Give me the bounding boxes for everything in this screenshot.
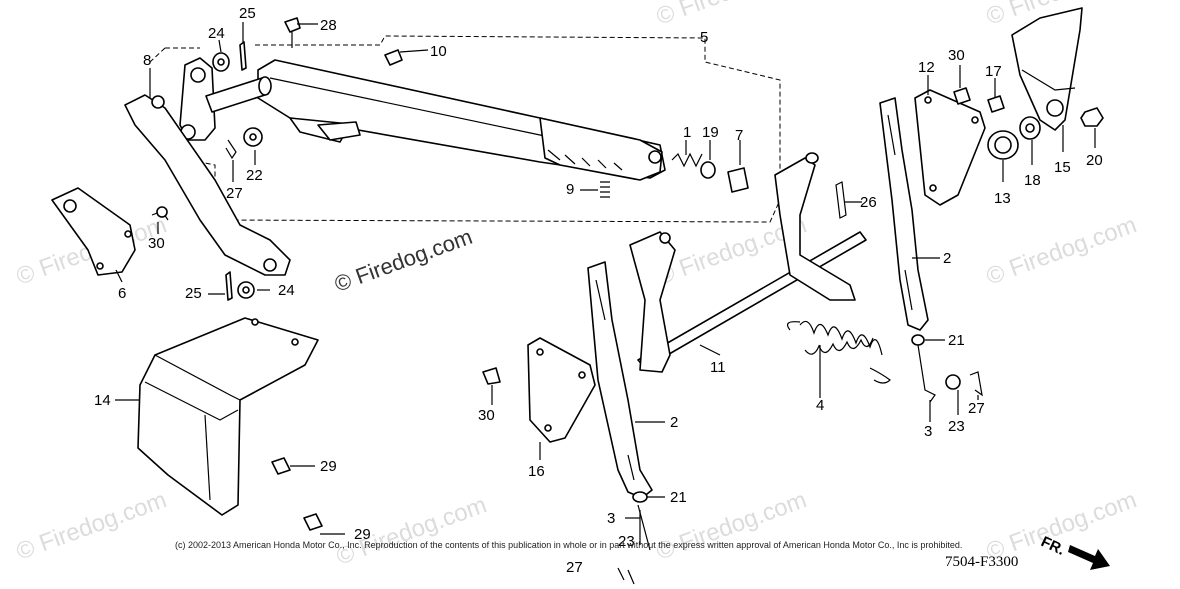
spring-4 [787, 320, 891, 384]
fr-arrow-icon [1068, 545, 1110, 570]
label-6: 6 [118, 285, 126, 302]
label-30: 30 [148, 235, 165, 252]
label-11: 11 [710, 359, 726, 376]
label-21-lower: 21 [670, 489, 687, 506]
label-30-upper: 30 [948, 47, 965, 64]
bolt-29-lower [303, 513, 323, 531]
watermark-center: © Firedog.com [331, 224, 475, 297]
clip-27-bottom [617, 567, 635, 585]
group-outline-5 [214, 35, 781, 223]
label-8: 8 [143, 52, 151, 69]
label-17: 17 [985, 63, 1002, 80]
label-29: 29 [320, 458, 337, 475]
clip-27-right [969, 371, 983, 397]
cover-15 [1011, 7, 1104, 131]
plate-12 [914, 89, 986, 206]
callout-labels: 25 24 28 10 5 8 1 19 7 9 22 27 30 6 25 2… [94, 5, 1103, 576]
watermark-tile: © Firedog.com [653, 0, 810, 31]
label-13: 13 [994, 190, 1011, 207]
lever-8 [124, 94, 291, 276]
label-24-lower: 24 [278, 282, 295, 299]
pin-25 [239, 41, 247, 71]
label-25: 25 [239, 5, 256, 22]
label-30-middle: 30 [478, 407, 495, 424]
nut-21-upper [911, 334, 925, 346]
washer-23 [945, 374, 961, 390]
label-26: 26 [860, 194, 877, 211]
watermark-tile: © Firedog.com [983, 211, 1140, 290]
label-27: 27 [226, 185, 243, 202]
small-hardware-top [151, 17, 403, 301]
label-12: 12 [918, 59, 935, 76]
label-23-lower: 23 [618, 533, 635, 550]
label-18: 18 [1024, 172, 1041, 189]
label-16: 16 [528, 463, 545, 480]
shaft-11 [629, 152, 867, 373]
label-2-upper: 2 [943, 250, 951, 267]
plate-16 [527, 337, 596, 443]
label-14: 14 [94, 392, 111, 409]
label-15: 15 [1054, 159, 1071, 176]
label-27-bottom: 27 [566, 559, 583, 576]
bracket-plate-upper [179, 57, 272, 141]
label-3-upper: 3 [924, 423, 932, 440]
label-19: 19 [702, 124, 719, 141]
label-22: 22 [246, 167, 263, 184]
label-2-lower: 2 [670, 414, 678, 431]
label-24: 24 [208, 25, 225, 42]
cover-14 [137, 317, 319, 516]
bolt-17 [987, 95, 1005, 113]
pin-10 [384, 49, 403, 66]
rod-2-lower [587, 261, 653, 551]
label-20: 20 [1086, 152, 1103, 169]
plate-6 [51, 187, 136, 276]
watermark-tile: © Firedog.com [13, 486, 170, 565]
label-29-lower: 29 [354, 526, 371, 543]
label-25-lower: 25 [185, 285, 202, 302]
label-3-lower: 3 [607, 510, 615, 527]
rod-2-upper [879, 97, 936, 403]
spring-set [600, 152, 749, 198]
label-27-right: 27 [968, 400, 985, 417]
label-1: 1 [683, 124, 691, 141]
label-5: 5 [700, 29, 708, 46]
label-9: 9 [566, 181, 574, 198]
bolt-30-upper [953, 87, 971, 105]
pin-26 [835, 181, 847, 219]
nut-20 [1080, 107, 1104, 127]
label-23-upper: 23 [948, 418, 965, 435]
pin-25-lower [225, 271, 233, 301]
main-lever-arm [257, 59, 666, 181]
label-4: 4 [816, 397, 824, 414]
label-7: 7 [735, 127, 743, 144]
clip-27 [225, 139, 237, 160]
front-direction-indicator: FR. [1038, 533, 1110, 570]
label-10: 10 [430, 43, 447, 60]
collar-13 [987, 116, 1041, 160]
diagram-code: 7504-F3300 [945, 554, 1018, 570]
label-28: 28 [320, 17, 337, 34]
label-21-upper: 21 [948, 332, 965, 349]
bolt-28 [284, 17, 301, 33]
nut-21 [632, 491, 648, 503]
group-outline [149, 47, 200, 63]
leader-lines [115, 22, 1096, 545]
copyright-notice: (c) 2002-2013 American Honda Motor Co., … [175, 540, 962, 550]
bolt-29-upper [271, 457, 291, 475]
bolt-30-middle [482, 367, 501, 385]
